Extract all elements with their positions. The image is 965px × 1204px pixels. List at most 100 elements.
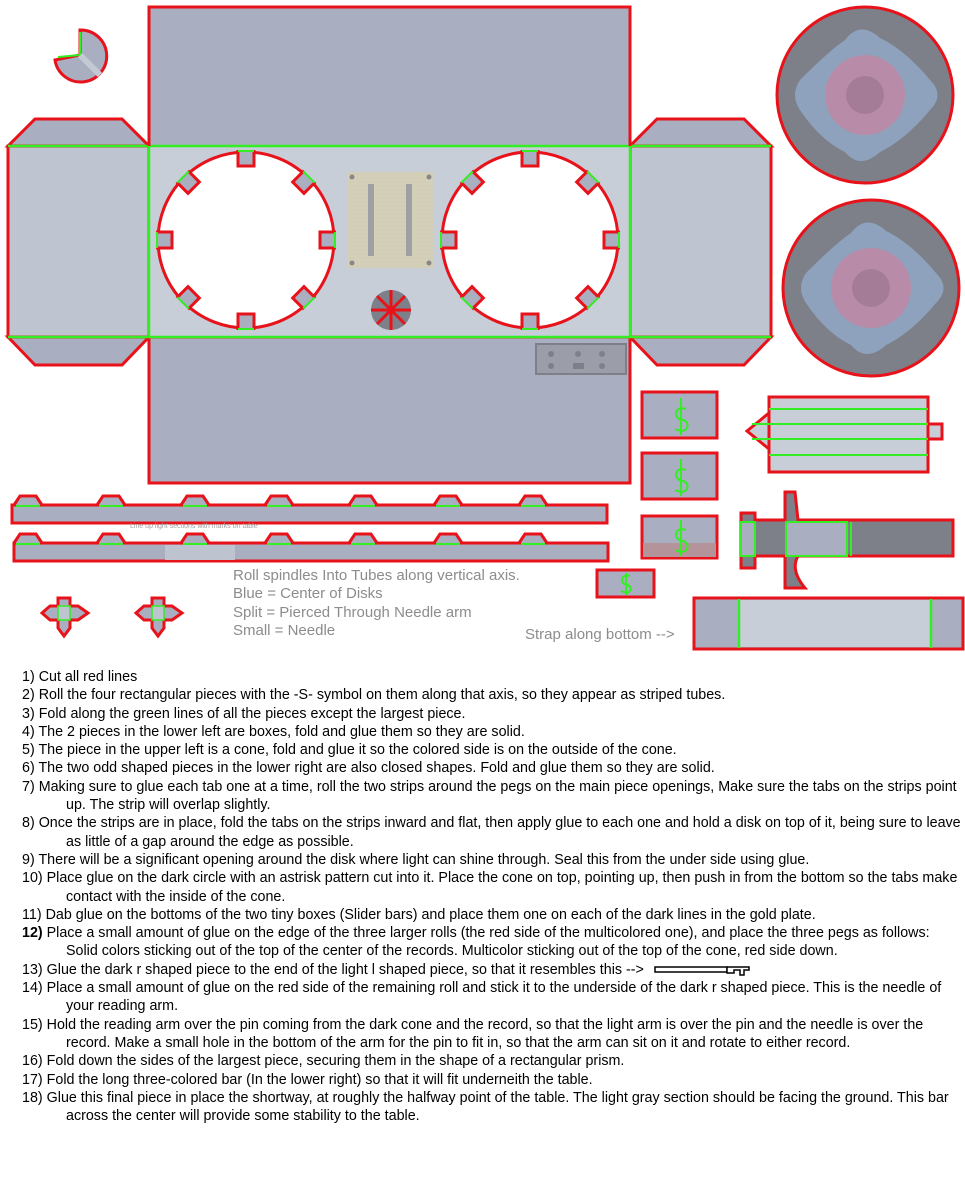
instruction-step: 17) Fold the long three-colored bar (In …: [22, 1071, 962, 1089]
disk-tab: [236, 150, 256, 168]
instruction-step: 14) Place a small amount of glue on the …: [22, 979, 962, 1016]
instruction-step: 18) Glue this final piece in place the s…: [22, 1089, 962, 1126]
instruction-step: 8) Once the strips are in place, fold th…: [22, 814, 962, 851]
step-number: 4): [22, 723, 39, 740]
strip-tab: [12, 532, 44, 544]
instruction-step: 3) Fold along the green lines of all the…: [22, 705, 962, 723]
blue-note: Blue = Center of Disks: [233, 585, 383, 602]
spindle-roll-4-small: [595, 568, 656, 599]
instruction-step: 7) Making sure to glue each tab one at a…: [22, 778, 962, 815]
instruction-step: 5) The piece in the upper left is a cone…: [22, 741, 962, 759]
right-disk-opening: [440, 150, 620, 330]
strip-tab: [517, 494, 549, 506]
step-number: 17): [22, 1071, 47, 1088]
step-text: The 2 pieces in the lower left are boxes…: [38, 723, 525, 740]
left-disk-opening: [156, 150, 336, 330]
reading-arm-glyph: [654, 966, 750, 976]
instruction-step: 1) Cut all red lines: [22, 668, 962, 686]
step-text: Dab glue on the bottoms of the two tiny …: [45, 906, 816, 923]
strip-tab: [263, 532, 295, 544]
instruction-step: 13) Glue the dark r shaped piece to the …: [22, 961, 962, 979]
step-text: Hold the reading arm over the pin coming…: [46, 1016, 924, 1051]
step-text: Roll the four rectangular pieces with th…: [38, 687, 726, 704]
strip-tab: [432, 532, 464, 544]
disk-tab: [156, 230, 174, 250]
step-text: Fold along the green lines of all the pi…: [38, 705, 466, 722]
gold-plate: [347, 172, 434, 268]
strip-tab: [95, 494, 127, 506]
line-up-note: Line up light sections with marks on tab…: [130, 523, 258, 530]
light-arm-piece: [744, 395, 944, 474]
instruction-step: 9) There will be a significant opening a…: [22, 851, 962, 869]
disk-tab: [574, 169, 601, 196]
disk-tab: [318, 230, 336, 250]
strip-tab: [263, 494, 295, 506]
strip-tab: [517, 532, 549, 544]
split-note: Split = Pierced Through Needle arm: [233, 604, 472, 621]
main-table-piece: [4, 5, 775, 485]
disk-tab: [236, 312, 256, 330]
instruction-step: 2) Roll the four rectangular pieces with…: [22, 686, 962, 704]
disk-tab: [440, 230, 458, 250]
step-number: 2): [22, 687, 39, 704]
step-text: Fold the long three-colored bar (In the …: [46, 1071, 593, 1088]
step-text: Cut all red lines: [38, 669, 138, 685]
asterisk-circle: [371, 290, 411, 330]
step-number: 1): [22, 669, 39, 685]
small-note: Small = Needle: [233, 622, 336, 639]
record-top: [775, 5, 955, 185]
record-bottom: [781, 198, 961, 378]
disk-tab: [520, 312, 540, 330]
step-number: 10): [22, 870, 47, 887]
strip-tab: [347, 532, 379, 544]
instruction-step: 4) The 2 pieces in the lower left are bo…: [22, 723, 962, 741]
step-number: 9): [22, 851, 39, 868]
step-text: The two odd shaped pieces in the lower r…: [38, 760, 715, 777]
step-text: Once the strips are in place, fold the t…: [38, 815, 961, 850]
dark-needle-arm-piece: [739, 490, 955, 590]
spindle-roll-2: [640, 451, 719, 501]
step-number: 14): [22, 980, 47, 997]
disk-tab: [574, 284, 601, 311]
step-text: The piece in the upper left is a cone, f…: [38, 742, 677, 759]
step-text: Making sure to glue each tab one at a ti…: [38, 778, 957, 814]
strip-tab: [347, 494, 379, 506]
strip-tab: [95, 532, 127, 544]
instruction-step: 15) Hold the reading arm over the pin co…: [22, 1016, 962, 1053]
strip-tab: [432, 494, 464, 506]
cross-box-left: [39, 596, 91, 639]
papercraft-template: [4, 5, 965, 651]
strap-note: Strap along bottom -->: [525, 626, 675, 643]
tab-strip-bottom: [12, 532, 610, 563]
step-number: 11): [22, 906, 46, 923]
instruction-step: 11) Dab glue on the bottoms of the two t…: [22, 906, 962, 924]
step-text: Fold down the sides of the largest piece…: [46, 1053, 625, 1070]
step-number: 13): [22, 961, 47, 978]
strip-tab: [179, 532, 211, 544]
spindle-roll-3-multicolor: [640, 514, 719, 560]
cone-piece: [53, 28, 109, 84]
step-text: Place a small amount of glue on the edge…: [46, 925, 930, 960]
three-color-strap: [692, 596, 965, 651]
step-text: Place a small amount of glue on the red …: [46, 980, 942, 1015]
strip-tab: [12, 494, 44, 506]
strip-tab: [179, 494, 211, 506]
step-text: Glue this final piece in place the short…: [46, 1089, 949, 1125]
cross-box-right: [133, 596, 185, 639]
instruction-step: 10) Place glue on the dark circle with a…: [22, 869, 962, 906]
step-text: Glue the dark r shaped piece to the end …: [46, 961, 644, 978]
disk-tab: [459, 284, 486, 311]
step-number: 15): [22, 1016, 47, 1033]
step-number: 6): [22, 760, 39, 777]
roll-spindles-note: Roll spindles Into Tubes along vertical …: [233, 567, 520, 584]
spindle-roll-1: [640, 390, 719, 440]
step-number: 3): [22, 705, 39, 722]
step-text: Place glue on the dark circle with an as…: [46, 870, 958, 905]
step-number: 12): [22, 925, 47, 942]
step-number: 7): [22, 778, 39, 795]
step-number: 18): [22, 1089, 47, 1106]
instruction-step: 16) Fold down the sides of the largest p…: [22, 1052, 962, 1070]
step-text: There will be a significant opening arou…: [38, 851, 810, 868]
tab-strip-top: [10, 494, 609, 525]
